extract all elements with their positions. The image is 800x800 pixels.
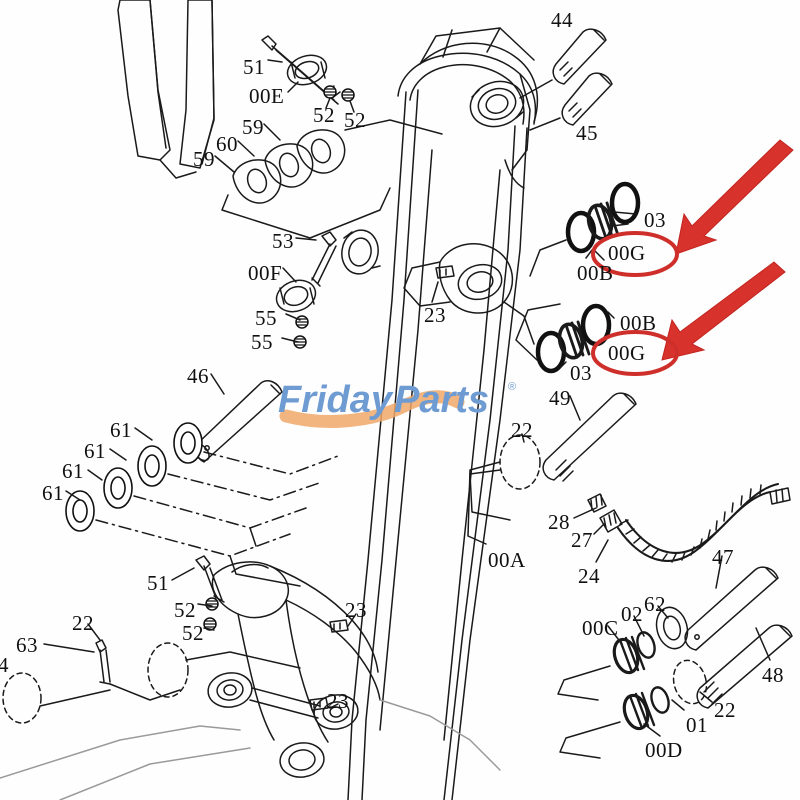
- boom-left-boss: [341, 229, 381, 275]
- part-24-27-28-hose: [587, 483, 791, 563]
- part-00C-02-62-group: [557, 606, 689, 701]
- part-23-clamp-center: [435, 265, 455, 279]
- part-label-03: 03: [570, 361, 592, 385]
- part-label-49: 49: [549, 386, 571, 410]
- part-label-02: 02: [621, 602, 643, 626]
- part-label-4: 4: [0, 653, 9, 677]
- leader-lines: [43, 59, 771, 737]
- part-label-00f: 00F: [248, 261, 283, 285]
- part-label-28: 28: [548, 510, 570, 534]
- part-label-00g: 00G: [608, 341, 646, 365]
- part-label-63: 63: [16, 633, 38, 657]
- part-label-27: 27: [571, 528, 593, 552]
- part-label-00b: 00B: [620, 311, 657, 335]
- part-label-01: 01: [686, 713, 708, 737]
- part-53-00F-55-group: [275, 231, 337, 349]
- part-51-52-lower: [195, 555, 225, 631]
- seal-stack-upper: [529, 184, 638, 277]
- part-label-44: 44: [551, 8, 573, 32]
- part-label-55: 55: [251, 330, 273, 354]
- part-label-22: 22: [714, 698, 736, 722]
- highlight-arrow-lower: [661, 261, 786, 361]
- part-label-23: 23: [327, 689, 349, 713]
- part-label-60: 60: [216, 132, 238, 156]
- part-49-pin: [542, 392, 637, 482]
- part-label-22: 22: [72, 611, 94, 635]
- part-label-55: 55: [255, 306, 277, 330]
- part-label-52: 52: [174, 598, 196, 622]
- part-label-59: 59: [242, 115, 264, 139]
- seal-stack-lower: [515, 303, 615, 371]
- part-59-60-shims: [221, 119, 443, 239]
- part-label-00b: 00B: [577, 261, 614, 285]
- part-label-03: 03: [644, 208, 666, 232]
- part-label-00d: 00D: [645, 738, 683, 762]
- highlight-circle-00G-upper: [591, 231, 679, 277]
- part-label-47: 47: [712, 545, 734, 569]
- part-label-23: 23: [345, 598, 367, 622]
- part-label-51: 51: [147, 571, 169, 595]
- part-63-22-group: [2, 639, 301, 724]
- boom-mid-bracket: [403, 243, 535, 345]
- watermark-text-parts: Parts: [394, 379, 489, 421]
- part-label-00g: 00G: [608, 241, 646, 265]
- part-label-52: 52: [344, 108, 366, 132]
- part-label-22: 22: [511, 418, 533, 442]
- part-label-52: 52: [182, 621, 204, 645]
- part-label-46: 46: [187, 364, 209, 388]
- part-label-51: 51: [243, 55, 265, 79]
- part-00D-01-22-group: [559, 659, 708, 759]
- cylinder-upper-left: [117, 0, 215, 179]
- fridayparts-watermark: Friday Parts ®: [276, 372, 526, 428]
- part-label-23: 23: [424, 303, 446, 327]
- part-label-00e: 00E: [249, 84, 285, 108]
- boom-main-body: [347, 89, 528, 800]
- watermark-registered-mark: ®: [508, 381, 516, 393]
- part-label-00a: 00A: [488, 548, 526, 572]
- part-label-53: 53: [272, 229, 294, 253]
- part-47-48-pins: [684, 566, 793, 709]
- part-label-61: 61: [110, 418, 132, 442]
- part-label-45: 45: [576, 121, 598, 145]
- part-label-52: 52: [313, 103, 335, 127]
- part-00A-leader: [467, 461, 501, 545]
- part-label-59: 59: [193, 147, 215, 171]
- part-label-61: 61: [42, 481, 64, 505]
- watermark-text-friday: Friday: [278, 379, 394, 421]
- part-00E-bushing: [286, 54, 328, 86]
- highlight-arrow-upper: [675, 139, 794, 255]
- part-44-45-pins: [519, 28, 613, 131]
- part-label-61: 61: [62, 459, 84, 483]
- part-label-61: 61: [84, 439, 106, 463]
- part-label-00c: 00C: [582, 616, 619, 640]
- part-label-62: 62: [644, 592, 666, 616]
- part-label-24: 24: [578, 564, 600, 588]
- part-label-48: 48: [762, 663, 784, 687]
- part-23-clamps-lower: [309, 619, 349, 711]
- part-61-washers: [65, 422, 339, 587]
- highlight-circle-00G-lower: [591, 330, 679, 376]
